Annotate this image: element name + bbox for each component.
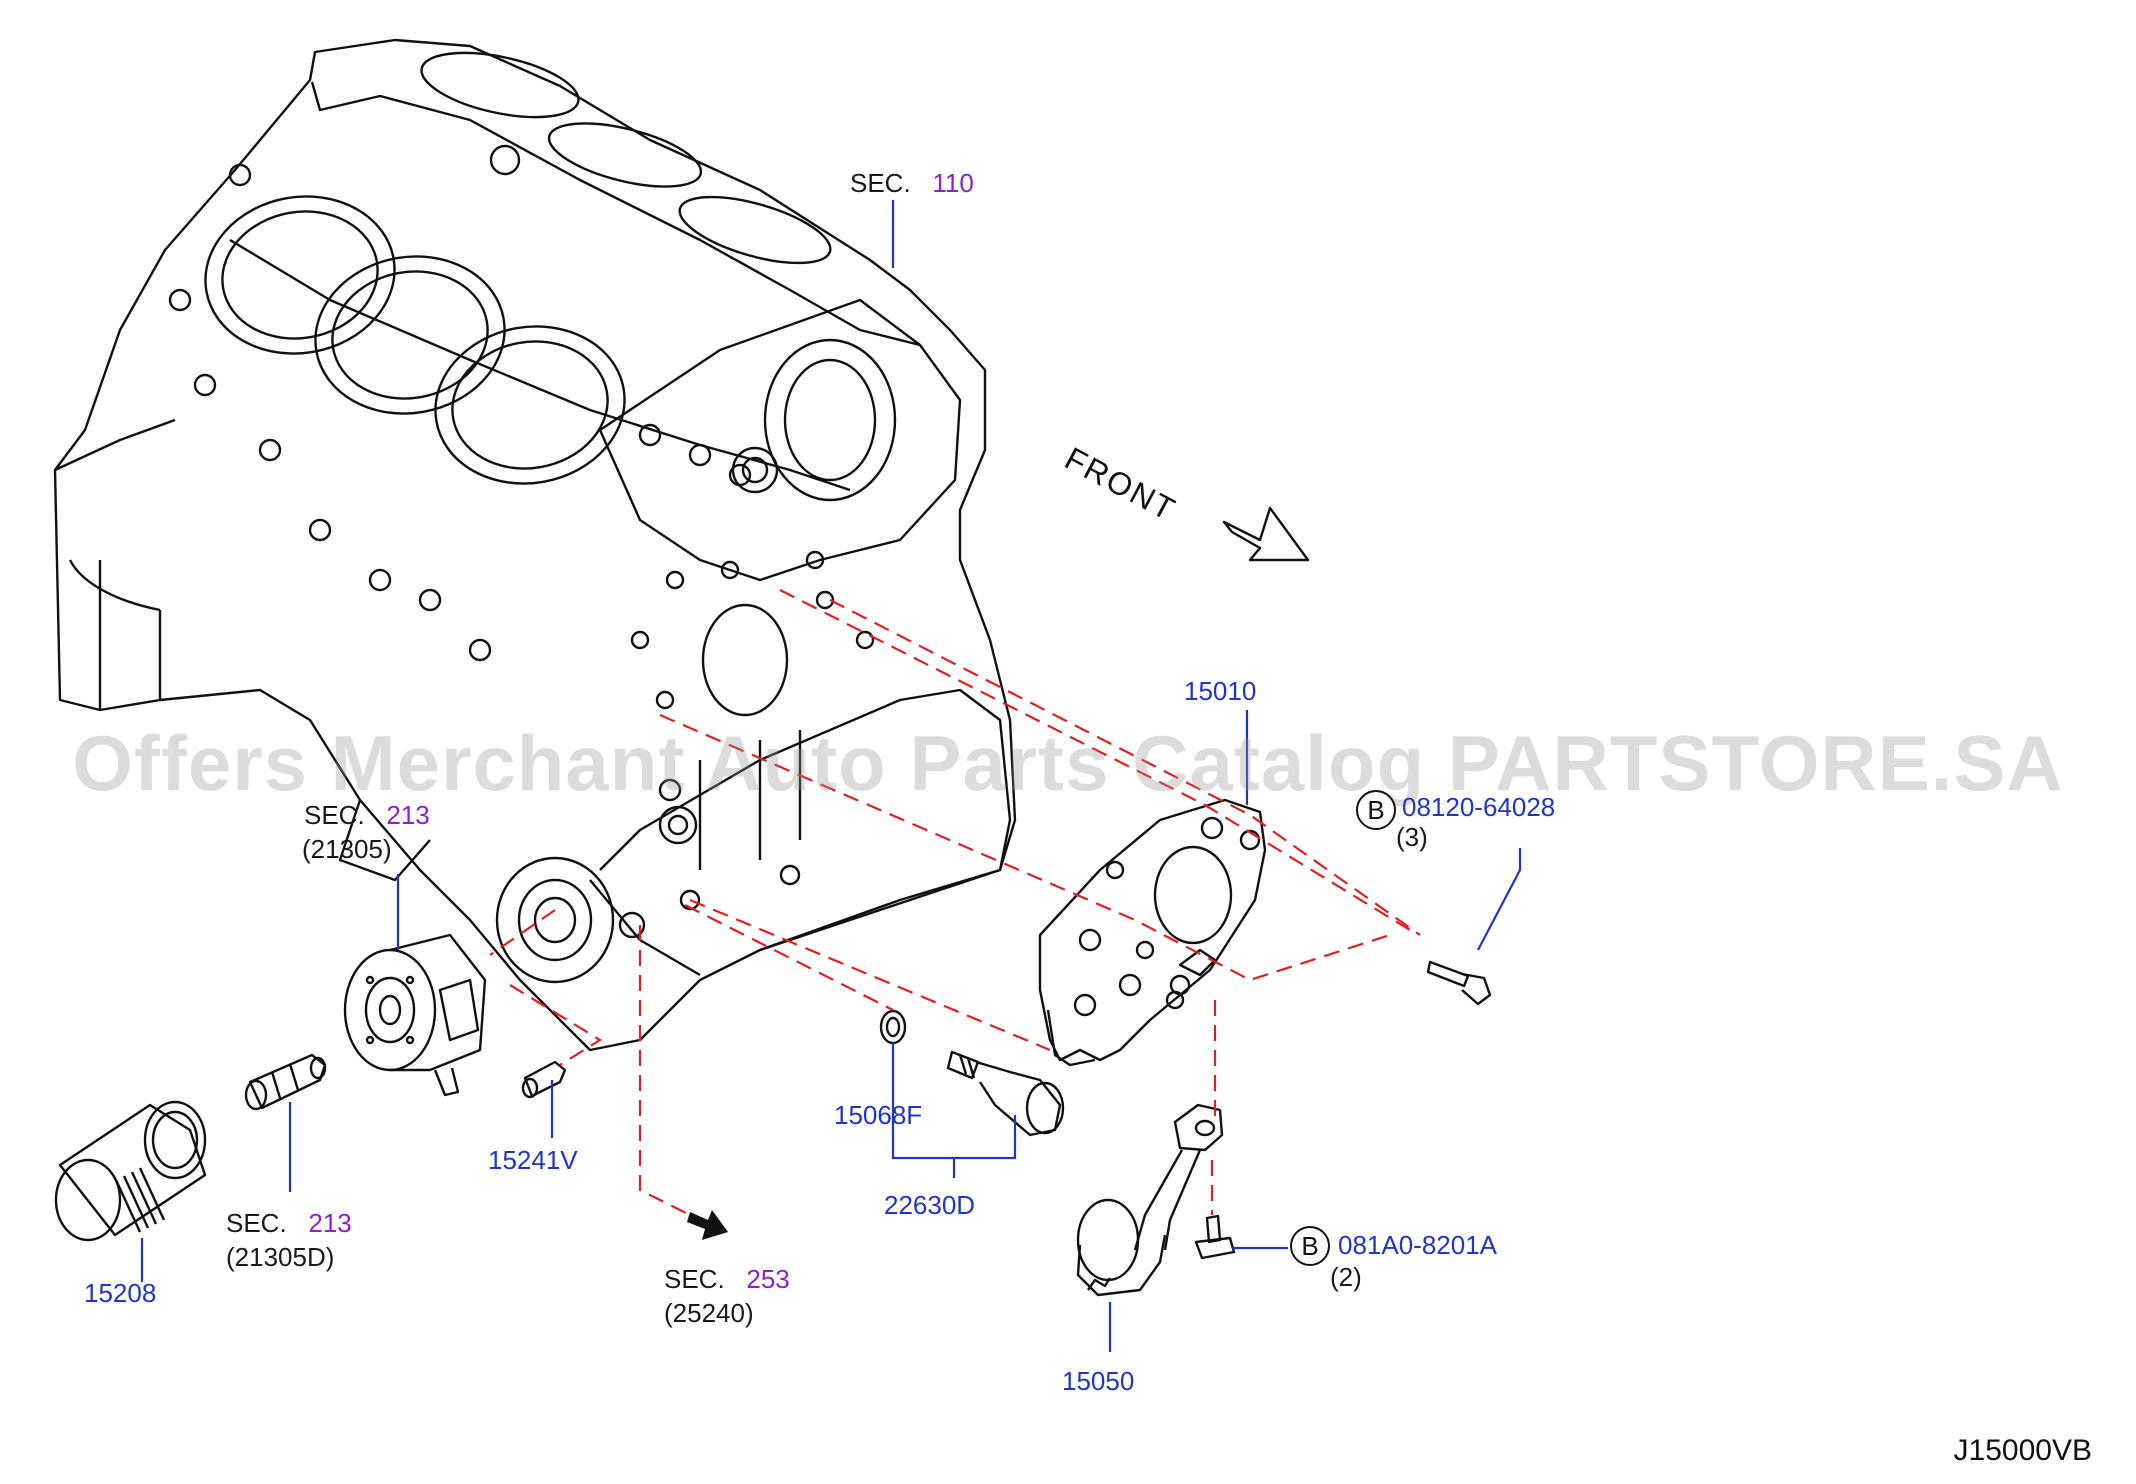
oil-pressure-sensor <box>946 1050 1065 1137</box>
sec253-ref: (25240) <box>664 1298 754 1328</box>
sec110-prefix: SEC. <box>850 168 911 198</box>
sec253-prefix: SEC. <box>664 1264 725 1294</box>
strainer-bolt <box>1194 1214 1236 1260</box>
part-strainer-label[interactable]: 15050 <box>1062 1366 1135 1396</box>
oil-cooler <box>343 933 487 1097</box>
oil-strainer <box>1076 1103 1224 1297</box>
part-gasket-label[interactable]: 15068F <box>834 1100 923 1130</box>
sec213-connector-ref: (21305D) <box>226 1242 335 1272</box>
sec213-connector-prefix: SEC. <box>226 1208 287 1238</box>
relief-valve <box>521 1060 567 1099</box>
part-oil-filter-label[interactable]: 15208 <box>84 1278 157 1308</box>
callout-sec110[interactable]: SEC. 110 <box>850 168 974 198</box>
callout-sec213-connector[interactable]: SEC. 213 <box>226 1208 352 1238</box>
sec253-pointer-arrow <box>687 1210 728 1240</box>
cooler-connector <box>244 1053 327 1111</box>
sec213-cooler-number[interactable]: 213 <box>386 800 430 830</box>
part-oil-pump-label[interactable]: 15010 <box>1184 676 1257 706</box>
sec253-number[interactable]: 253 <box>746 1264 790 1294</box>
part-relief-valve-label[interactable]: 15241V <box>488 1145 578 1175</box>
engine-block <box>53 38 1017 1052</box>
sec213-cooler-ref: (21305) <box>302 834 392 864</box>
part-pump-bolt-label[interactable]: 08120-64028 <box>1402 792 1556 822</box>
strainer-bolt-qty: (2) <box>1330 1262 1362 1292</box>
diagram-code: J15000VB <box>1953 1434 2092 1467</box>
oil-pump <box>1038 798 1267 1067</box>
pump-bolt-qty: (3) <box>1396 822 1428 852</box>
bolt-badge-b-strainer: B <box>1290 1226 1330 1266</box>
callout-sec253[interactable]: SEC. 253 <box>664 1264 790 1294</box>
oil-filter <box>54 1100 207 1242</box>
callout-sec213-cooler[interactable]: SEC. 213 <box>304 800 430 830</box>
part-strainer-bolt-label[interactable]: 081A0-8201A <box>1338 1230 1498 1260</box>
callout-leader-lines <box>140 200 1522 1352</box>
pump-bolt <box>1426 960 1492 1006</box>
gasket-ring <box>879 1009 907 1045</box>
sec213-cooler-prefix: SEC. <box>304 800 365 830</box>
part-sensor-label[interactable]: 22630D <box>884 1190 976 1220</box>
sec213-connector-number[interactable]: 213 <box>308 1208 352 1238</box>
assembly-guide-lines <box>489 589 1421 1216</box>
sec110-number[interactable]: 110 <box>932 168 974 198</box>
front-direction-arrow <box>1222 506 1310 562</box>
bolt-badge-b-pump: B <box>1356 790 1396 830</box>
